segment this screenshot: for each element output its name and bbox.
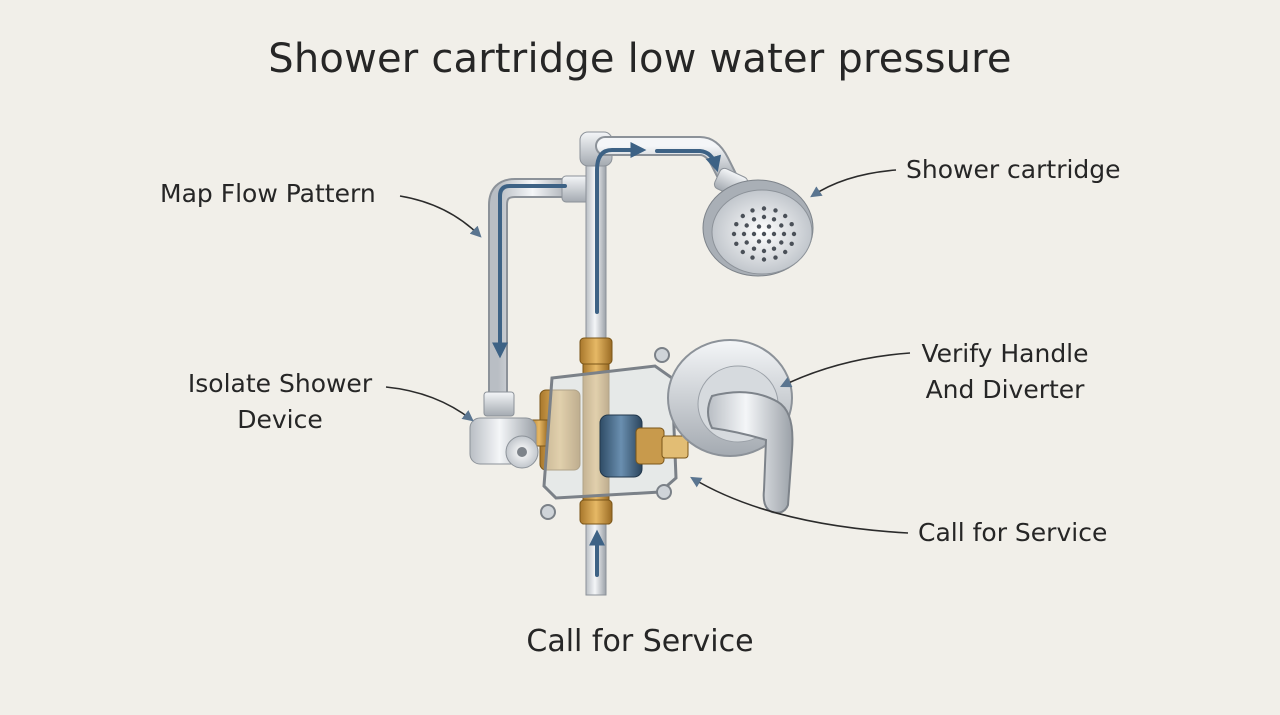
nozzle-hole (761, 231, 767, 237)
nozzle-hole (761, 248, 767, 254)
nozzle-hole (751, 231, 757, 237)
nozzle-hole (771, 231, 777, 237)
nozzle-hole (781, 231, 787, 237)
callout-shower-cartridge: Shower cartridge (906, 155, 1121, 184)
nozzle-hole (773, 208, 778, 213)
nozzle-hole (789, 241, 794, 246)
callout-verify-line2: And Diverter (925, 375, 1085, 404)
nozzle-hole (779, 240, 784, 245)
nozzle-hole (744, 223, 749, 228)
callout-verify-handle-diverter: Verify Handle And Diverter (900, 336, 1110, 408)
nozzle-hole (761, 214, 767, 220)
callout-isolate-line2: Device (237, 405, 323, 434)
nozzle-hole (779, 223, 784, 228)
callout-call-for-service: Call for Service (918, 518, 1108, 547)
nozzle-hole (734, 222, 739, 227)
valve-body (529, 337, 689, 525)
nozzle-hole (766, 224, 772, 229)
nozzle-hole (789, 222, 794, 227)
nozzle-hole (731, 231, 737, 237)
nozzle-hole (740, 213, 745, 219)
callout-isolate-line1: Isolate Shower (187, 369, 373, 398)
nozzle-hole (756, 224, 762, 229)
nozzle-hole (750, 208, 755, 213)
diagram-title: Shower cartridge low water pressure (268, 36, 1012, 82)
isolation-stop (469, 391, 539, 469)
nozzle-hole (783, 213, 788, 219)
callout-map-flow-pattern: Map Flow Pattern (160, 179, 376, 208)
footer-caption: Call for Service (526, 624, 754, 659)
flow-arrows (492, 142, 722, 577)
callout-leaders (385, 169, 911, 534)
callout-isolate-shower-device: Isolate Shower Device (170, 366, 390, 438)
nozzle-hole (756, 239, 762, 244)
nozzle-hole (771, 246, 777, 251)
callout-verify-line1: Verify Handle (921, 339, 1089, 368)
valve-trim-handle (667, 339, 794, 514)
nozzle-hole (751, 246, 757, 251)
left-supply-pipe (488, 175, 591, 402)
nozzle-hole (751, 217, 757, 222)
nozzle-hole (741, 231, 747, 237)
nozzle-hole (761, 206, 767, 211)
nozzle-hole (734, 241, 739, 246)
nozzle-hole (744, 240, 749, 245)
nozzle-hole (750, 255, 755, 260)
nozzle-hole (740, 249, 745, 255)
nozzle-hole (766, 239, 772, 244)
nozzle-hole (761, 257, 767, 262)
nozzle-hole (773, 255, 778, 260)
shower-head (702, 167, 814, 277)
nozzle-hole (783, 249, 788, 255)
nozzle-hole (771, 217, 777, 222)
nozzle-hole (791, 231, 797, 237)
